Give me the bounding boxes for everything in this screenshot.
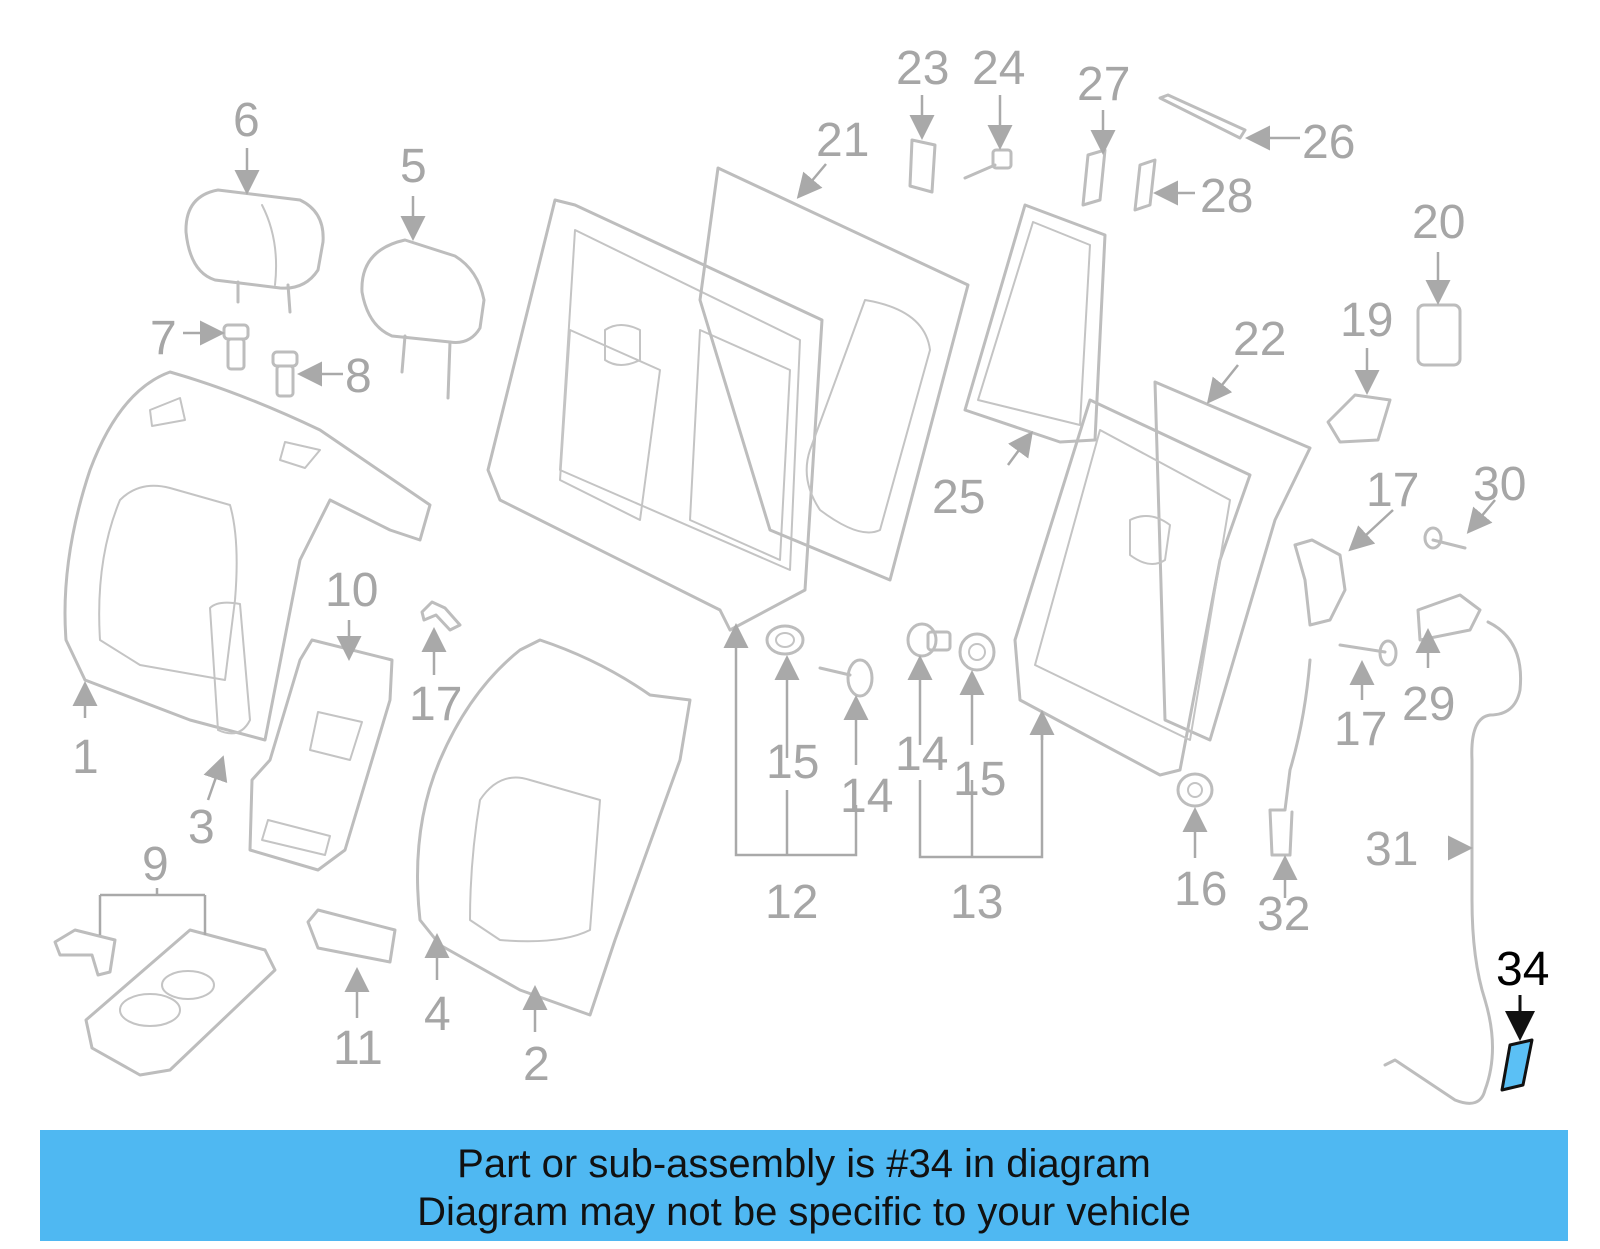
callout-20: 19 — [1340, 294, 1393, 347]
callout-32: 31 — [1365, 823, 1418, 876]
part-7-guide — [222, 323, 250, 371]
part-6-headrest — [184, 188, 325, 314]
part-17-clip — [420, 600, 462, 632]
callout-22: 21 — [816, 114, 869, 167]
callout-21: 20 — [1412, 196, 1465, 249]
callout-27: 26 — [1302, 116, 1355, 169]
callout-16: 16 — [1174, 863, 1227, 916]
part-11-trim — [306, 908, 397, 964]
callout-3: 3 — [188, 801, 215, 854]
part-15-bushing-a — [765, 624, 805, 656]
part-8-guide — [271, 350, 299, 398]
callout-7: 7 — [150, 312, 177, 365]
part-23-mat — [1153, 380, 1312, 742]
callout-1: 1 — [72, 731, 99, 784]
callout-2: 2 — [523, 1038, 550, 1091]
part-28-clip — [1081, 148, 1107, 207]
callout-31: 30 — [1473, 458, 1526, 511]
part-32-cable — [1383, 620, 1523, 1105]
part-5-headrest — [360, 238, 486, 400]
part-1-seatback-cover — [63, 370, 432, 742]
callout-6: 6 — [233, 94, 260, 147]
banner-line-1: Part or sub-assembly is #34 in diagram — [457, 1142, 1151, 1186]
part-22-mat — [698, 166, 970, 582]
callout-10: 10 — [325, 564, 378, 617]
part-21-switch — [1416, 303, 1462, 367]
part-34-highlighted — [1500, 1038, 1534, 1092]
banner-line-2: Diagram may not be specific to your vehi… — [417, 1190, 1191, 1234]
part-14-bolt-b — [906, 622, 952, 658]
part-22-frame — [486, 198, 824, 632]
callout-14b: 14 — [895, 728, 948, 781]
part-19-pin — [1338, 639, 1398, 667]
part-26-mat — [963, 203, 1107, 444]
leader-lines — [72, 95, 1535, 1041]
callout-18: 17 — [1366, 464, 1419, 517]
part-10-panel — [248, 638, 394, 872]
callout-24: 23 — [896, 42, 949, 95]
part-2-cover — [416, 638, 692, 1017]
part-9-armrest — [53, 928, 277, 1077]
callout-14a: 14 — [840, 770, 893, 823]
part-24-bracket — [908, 138, 937, 194]
callout-15a: 15 — [766, 736, 819, 789]
part-25-bolt — [963, 148, 1013, 180]
callout-8: 8 — [345, 350, 372, 403]
part-14-bolt-a — [818, 658, 874, 698]
callout-25: 24 — [972, 42, 1025, 95]
part-31-screw — [1423, 526, 1467, 550]
callout-33: 32 — [1257, 888, 1310, 941]
part-15-bushing-b — [958, 632, 996, 672]
callout-30: 29 — [1402, 678, 1455, 731]
part-33-cable — [1268, 658, 1312, 857]
part-16-bushing — [1176, 772, 1214, 808]
callout-28: 27 — [1077, 58, 1130, 111]
callout-12: 12 — [765, 876, 818, 929]
callout-26: 25 — [932, 471, 985, 524]
callout-17: 17 — [409, 678, 462, 731]
part-27-rod — [1158, 93, 1247, 140]
part-23-frame — [1013, 398, 1252, 777]
callout-11: 11 — [333, 1022, 383, 1075]
callout-4: 4 — [424, 988, 451, 1041]
callout-9: 9 — [142, 838, 169, 891]
callout-5: 5 — [400, 140, 427, 193]
callout-34-highlighted: 34 — [1496, 943, 1549, 996]
callout-23: 22 — [1233, 313, 1286, 366]
callout-29: 28 — [1200, 170, 1253, 223]
callout-19: 17 — [1334, 703, 1387, 756]
callout-13: 13 — [950, 876, 1003, 929]
info-banner: Part or sub-assembly is #34 in diagram D… — [40, 1130, 1568, 1241]
part-18-latch — [1293, 538, 1347, 627]
callout-15b: 15 — [953, 753, 1006, 806]
callout-labels: 6 5 7 8 1 3 10 9 11 4 2 17 21 23 24 27 2… — [72, 42, 1549, 1091]
part-20-bezel — [1326, 393, 1392, 444]
part-29-clip — [1133, 158, 1157, 212]
